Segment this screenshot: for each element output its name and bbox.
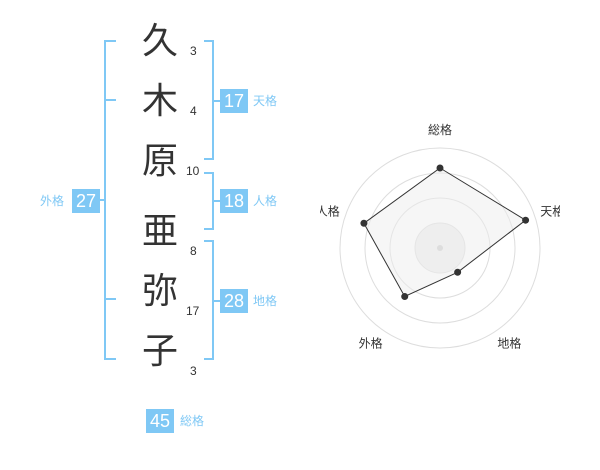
name-character: 久 [141,21,178,62]
radar-point [522,216,530,224]
tenkaku-badge-connector [212,100,220,102]
gaikaku-bracket-tick-2 [104,298,116,300]
chikaku-bracket-top [204,240,214,242]
chikaku-value-badge: 28 [220,289,248,313]
radar-point [401,293,409,301]
chikaku-bracket-bottom [204,358,214,360]
jinkaku-bracket-top [204,172,214,174]
tenkaku-bracket-bottom [204,158,214,160]
chikaku-label: 地格 [253,294,278,308]
radar-axis-label: 総格 [428,122,452,137]
radar-point [454,268,462,276]
name-character: 弥 [141,271,178,312]
jinkaku-bracket-bottom [204,228,214,230]
gaikaku-value-badge: 27 [72,189,100,213]
jinkaku-badge-connector [212,200,220,202]
jinkaku-value-badge: 18 [220,189,248,213]
radar-axis-label: 人格 [320,204,340,219]
stroke-count: 3 [190,364,197,378]
radar-axis-label: 外格 [359,336,383,351]
tenkaku-bracket-top [204,40,214,42]
radar-shape [360,164,530,301]
name-character: 木 [141,81,178,122]
radar-axis-label: 天格 [540,204,560,219]
name-character: 子 [141,331,178,372]
tenkaku-label: 天格 [253,94,278,108]
gaikaku-badge-connector [100,199,106,201]
name-character: 原 [141,141,178,182]
stroke-count: 3 [190,44,197,58]
gaikaku-label: 外格 [40,194,65,208]
radar-polygon [363,167,527,298]
gaikaku-bracket-tick [104,99,116,101]
radar-axis-label: 地格 [497,336,521,351]
radar-point [436,164,444,172]
jinkaku-label: 人格 [253,194,278,208]
stroke-count: 4 [190,104,197,118]
soukaku-label: 総格 [180,414,205,428]
soukaku-value-badge: 45 [146,409,174,433]
radar-point [360,219,368,227]
stroke-count: 8 [190,244,197,258]
stroke-count: 17 [186,304,200,318]
chikaku-badge-connector [212,300,220,302]
radar-ring [339,147,541,349]
stroke-count: 10 [186,164,200,178]
gaikaku-bracket-bottom [104,358,116,360]
gaikaku-bracket-top [104,40,116,42]
tenkaku-value-badge: 17 [220,89,248,113]
name-character: 亜 [141,211,178,252]
